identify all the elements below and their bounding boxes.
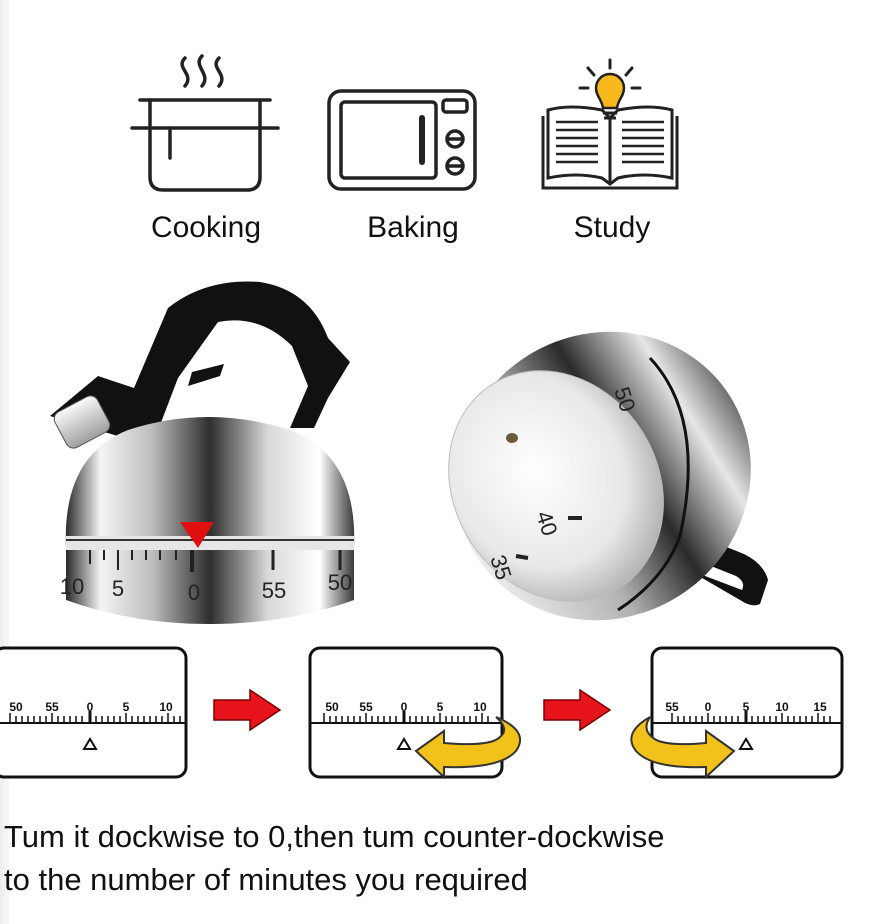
- front-dial-number: 5: [112, 576, 124, 601]
- scale-number: 5: [123, 700, 130, 714]
- baking-label: Baking: [367, 211, 459, 244]
- instruction-line-2: to the number of minutes you required: [4, 862, 528, 897]
- step-panel-1: 50 55 0 5 10: [0, 646, 188, 779]
- study-label: Study: [573, 211, 651, 244]
- scale-number: 55: [45, 700, 59, 714]
- counterclockwise-arrow-icon: [414, 716, 521, 780]
- scale-number: 10: [159, 700, 173, 714]
- front-dial-number: 50: [328, 570, 352, 595]
- scale-number: 50: [325, 700, 339, 714]
- scale-number: 55: [359, 700, 373, 714]
- pointer-triangle-icon: [738, 737, 754, 750]
- pointer-triangle-icon: [82, 737, 98, 750]
- scale-number: 5: [437, 700, 444, 714]
- scale-number: 10: [775, 700, 789, 714]
- cooking-label: Cooking: [150, 211, 262, 244]
- pointer-triangle-icon: [396, 737, 412, 750]
- kettle-timer-front: 10 5 0 55 50: [50, 281, 355, 624]
- scale-number: 55: [665, 700, 679, 714]
- front-dial-number: 55: [262, 578, 286, 603]
- front-dial-number: 0: [188, 580, 200, 605]
- right-arrow-icon: [543, 688, 612, 732]
- microwave-oven-icon: [327, 89, 477, 191]
- scale-number: 5: [743, 700, 750, 714]
- scale-number: 0: [87, 700, 94, 714]
- scale-number: 15: [813, 700, 827, 714]
- step-panel-2: 50 55 0 5 10: [308, 646, 521, 780]
- instruction-line-1: Tum it dockwise to 0,then tum counter-do…: [4, 819, 665, 854]
- front-dial-number: 10: [60, 574, 84, 599]
- right-arrow-icon: [213, 688, 282, 732]
- clockwise-arrow-icon: [630, 716, 736, 780]
- cooking-pot-icon: [130, 54, 280, 192]
- left-edge-shadow: [0, 0, 10, 924]
- scale-number: 50: [9, 700, 23, 714]
- scale-number: 0: [705, 700, 712, 714]
- kettle-timer-side: 50 40 35: [448, 331, 768, 621]
- scale-number: 10: [473, 700, 487, 714]
- step-panel-3: 55 0 5 10 15: [630, 646, 844, 780]
- book-with-lightbulb-icon: [541, 58, 679, 190]
- scale-number: 0: [401, 700, 408, 714]
